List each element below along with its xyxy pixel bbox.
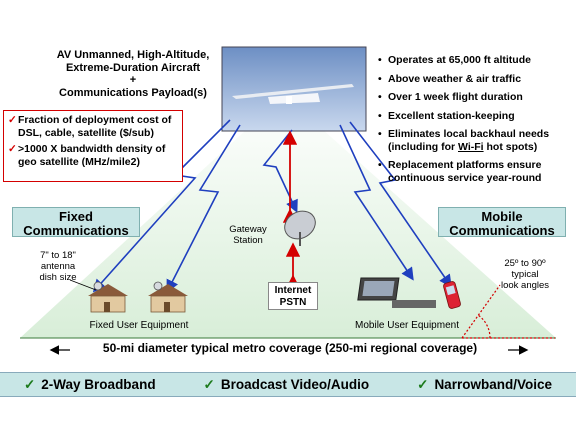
feature-item: • Over 1 week flight duration — [378, 91, 574, 104]
benefit-item: ✓ >1000 X bandwidth density of geo satel… — [8, 143, 178, 169]
coverage-caption: 50-mi diameter typical metro coverage (2… — [102, 341, 478, 355]
look-angle-line-2: typical — [511, 269, 539, 280]
aircraft-title: AV Unmanned, High-Altitude, Extreme-Dura… — [38, 49, 228, 99]
internet-label: Internet — [274, 285, 312, 296]
check-icon: ✓ — [203, 376, 215, 392]
aircraft-title-line-3: + — [129, 74, 137, 86]
gateway-label-line-2: Station — [233, 235, 263, 246]
feature-text: Over 1 week flight duration — [388, 91, 523, 103]
feature-text: Excellent station-keeping — [388, 109, 515, 122]
gateway-dish-icon — [284, 210, 316, 246]
aircraft-title-line-2: Extreme-Duration Aircraft — [65, 61, 201, 74]
feature-text-block: Eliminates local backhaul needs (includi… — [388, 128, 549, 153]
feature-item: • Replacement platforms ensure continuou… — [378, 159, 574, 184]
phone-icon — [443, 281, 461, 309]
feature-text: Replacement platforms ensure continuous … — [388, 159, 542, 184]
feature-text: Operates at 65,000 ft altitude — [388, 54, 531, 66]
benefit-item: ✓ Fraction of deployment cost of DSL, ca… — [8, 114, 178, 140]
feature-item: • Operates at 65,000 ft altitude — [378, 54, 574, 67]
service-label: 2-Way Broadband — [41, 376, 156, 392]
feature-subtext-suffix: hot spots) — [483, 140, 538, 153]
wifi-link[interactable]: Wi-Fi — [458, 140, 484, 153]
gateway-label: Gateway Station — [222, 224, 274, 246]
mobile-panel-line-2: Communications — [449, 223, 555, 238]
antenna-note-line-3: dish size — [39, 272, 77, 283]
feature-item: • Above weather & air traffic — [378, 73, 574, 86]
mobile-equipment-label: Mobile User Equipment — [355, 320, 459, 331]
fixed-user-links — [92, 119, 241, 293]
mobile-communications-panel: Mobile Communications — [438, 207, 566, 238]
house-icon-1 — [88, 281, 128, 313]
bullet-icon: • — [378, 91, 382, 103]
fixed-panel-line-2: Communications — [23, 223, 129, 238]
bullet-icon: • — [378, 54, 382, 66]
fixed-equipment-label: Fixed User Equipment — [89, 320, 189, 331]
mobile-panel-line-1: Mobile — [481, 209, 523, 224]
feature-text: Eliminates local backhaul needs — [388, 128, 550, 140]
benefit-text: >1000 X bandwidth density of geo satelli… — [18, 143, 166, 168]
feature-text: Above weather & air traffic — [388, 72, 522, 85]
feature-list: • Operates at 65,000 ft altitude • Above… — [378, 54, 574, 190]
bullet-icon: • — [378, 109, 382, 122]
check-icon: ✓ — [23, 376, 36, 392]
antenna-note-line-1: 7" to 18" — [40, 250, 76, 261]
services-bar: ✓2-Way Broadband ✓Broadcast Video/Audio … — [0, 372, 576, 397]
check-icon: ✓ — [8, 114, 17, 126]
feature-item: • Eliminates local backhaul needs (inclu… — [378, 128, 574, 153]
look-angle-indicator — [461, 284, 555, 339]
service-item: ✓ Narrowband/Voice — [417, 377, 552, 393]
pstn-label: PSTN — [279, 297, 307, 308]
internet-pstn-box: Internet PSTN — [268, 282, 318, 310]
bullet-icon: • — [378, 159, 382, 171]
service-item: ✓ 2-Way Broadband — [24, 377, 156, 393]
aircraft-title-line-1: AV Unmanned, High-Altitude, — [56, 49, 210, 61]
service-label: Narrowband/Voice — [434, 376, 552, 392]
check-icon: ✓ — [417, 376, 429, 392]
house-icon-2 — [148, 281, 188, 313]
bottom-whitespace — [0, 397, 576, 432]
feature-subtext-prefix: (including for — [388, 140, 458, 153]
benefit-text: Fraction of deployment cost of DSL, cabl… — [18, 114, 172, 139]
service-item: ✓ Broadcast Video/Audio — [204, 377, 370, 393]
aircraft-image — [221, 46, 367, 132]
antenna-note: 7" to 18" antenna dish size — [28, 250, 88, 283]
feature-item: • Excellent station-keeping — [378, 110, 574, 123]
aircraft-title-line-4: Communications Payload(s) — [59, 86, 207, 99]
bullet-icon: • — [378, 72, 382, 85]
laptop-icon — [357, 277, 436, 308]
antenna-pointer — [69, 279, 97, 291]
antenna-note-line-2: antenna — [40, 261, 76, 272]
gateway-label-line-1: Gateway — [229, 224, 267, 235]
fixed-panel-line-1: Fixed — [59, 209, 93, 224]
fixed-communications-panel: Fixed Communications — [12, 207, 140, 238]
look-angle-note: 25º to 90º typical look angles — [494, 258, 556, 291]
bullet-icon: • — [378, 128, 382, 140]
benefit-box: ✓ Fraction of deployment cost of DSL, ca… — [3, 110, 183, 182]
look-angle-line-3: look angles — [500, 280, 550, 291]
check-icon: ✓ — [8, 143, 17, 155]
service-label: Broadcast Video/Audio — [220, 376, 370, 392]
look-angle-line-1: 25º to 90º — [504, 258, 546, 269]
